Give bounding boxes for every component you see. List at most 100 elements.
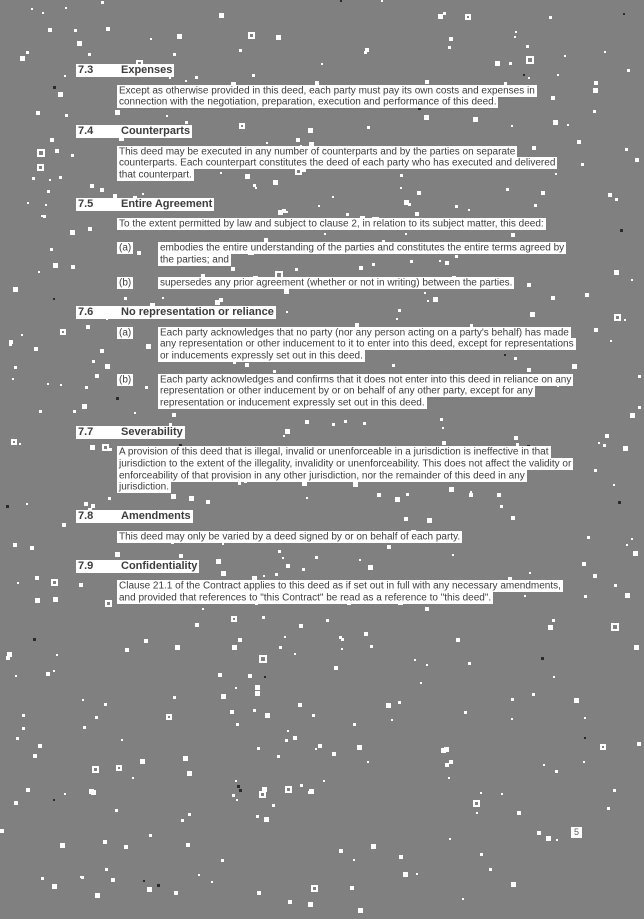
noise-speck <box>341 638 344 641</box>
noise-speck <box>162 297 164 299</box>
noise-speck <box>82 404 87 409</box>
noise-speck <box>286 311 288 313</box>
noise-speck <box>396 318 398 320</box>
sub-clause-text: Each party acknowledges and confirms tha… <box>158 373 574 409</box>
noise-speck <box>38 271 40 273</box>
noise-speck <box>370 645 373 648</box>
clause-body: This deed may be executed in any number … <box>117 145 590 181</box>
noise-speck <box>195 623 199 627</box>
noise-speck <box>42 12 44 14</box>
noise-speck <box>238 482 241 485</box>
noise-speck <box>181 819 184 822</box>
noise-speck <box>285 786 292 793</box>
noise-speck <box>21 334 23 336</box>
clause-body: To the extent permitted by law and subje… <box>117 218 590 290</box>
noise-speck <box>102 444 109 451</box>
noise-speck <box>45 204 47 206</box>
noise-speck <box>500 505 503 508</box>
noise-speck <box>299 624 303 628</box>
noise-speck <box>382 240 385 243</box>
noise-speck <box>532 693 535 696</box>
noise-speck <box>259 655 267 663</box>
noise-speck <box>239 49 242 52</box>
noise-speck <box>353 482 358 487</box>
noise-speck <box>236 799 238 801</box>
noise-speck <box>587 536 590 539</box>
noise-speck <box>252 576 257 581</box>
clause-header: 7.8 Amendments <box>76 510 590 524</box>
noise-speck <box>237 785 240 788</box>
noise-speck <box>248 674 252 678</box>
noise-speck <box>282 557 284 559</box>
noise-speck <box>448 777 450 779</box>
noise-speck <box>33 754 37 758</box>
noise-speck <box>13 287 18 292</box>
clause-body: Clause 21.1 of the Contract applies to t… <box>117 580 590 604</box>
noise-speck <box>186 843 190 847</box>
noise-speck <box>253 709 256 712</box>
clause-number: 7.8 <box>76 510 119 524</box>
noise-speck <box>294 653 296 655</box>
noise-speck <box>231 267 235 271</box>
noise-speck <box>284 636 286 638</box>
clause-section: 7.7 Severability A provision of this dee… <box>76 425 590 494</box>
noise-speck <box>109 448 112 451</box>
noise-speck <box>77 41 82 46</box>
noise-speck <box>367 126 370 129</box>
noise-speck <box>143 880 145 882</box>
sub-clause-text: supersedes any prior agreement (whether … <box>158 277 515 290</box>
noise-speck <box>346 213 349 216</box>
noise-speck <box>232 645 237 650</box>
noise-speck <box>37 149 45 157</box>
noise-speck <box>179 554 183 558</box>
noise-speck <box>60 329 66 335</box>
noise-speck <box>529 572 531 574</box>
noise-speck <box>92 766 99 773</box>
clause-body: This deed may only be varied by a deed s… <box>117 530 590 543</box>
noise-speck <box>88 53 91 56</box>
noise-speck <box>326 619 329 622</box>
clause-number: 7.6 <box>76 306 119 320</box>
noise-speck <box>332 423 335 426</box>
noise-speck <box>145 386 148 389</box>
noise-speck <box>150 303 155 308</box>
noise-speck <box>74 29 77 32</box>
noise-speck <box>222 543 224 545</box>
noise-speck <box>634 645 639 650</box>
paragraph-text: This deed may be executed in any number … <box>117 145 558 181</box>
noise-speck <box>339 636 342 639</box>
noise-speck <box>183 756 188 761</box>
noise-speck <box>543 764 545 766</box>
noise-speck <box>468 662 471 665</box>
noise-speck <box>7 652 12 657</box>
noise-speck <box>218 673 222 677</box>
noise-speck <box>147 887 152 892</box>
noise-speck <box>95 893 100 898</box>
noise-speck <box>26 788 30 792</box>
noise-speck <box>273 180 278 185</box>
noise-speck <box>618 501 621 504</box>
clause-paragraph: A provision of this deed that is illegal… <box>117 446 574 494</box>
noise-speck <box>623 13 625 15</box>
noise-speck <box>285 739 288 742</box>
noise-speck <box>206 500 210 504</box>
noise-speck <box>276 35 281 40</box>
noise-speck <box>134 412 136 414</box>
noise-speck <box>377 493 381 497</box>
noise-speck <box>585 293 589 297</box>
noise-speck <box>306 497 308 499</box>
noise-speck <box>26 51 29 54</box>
noise-speck <box>442 427 444 429</box>
sub-clause-label: (b) <box>117 373 158 386</box>
noise-speck <box>631 279 633 281</box>
noise-speck <box>221 859 224 862</box>
noise-speck <box>353 859 355 861</box>
noise-speck <box>185 121 188 124</box>
noise-speck <box>452 554 454 556</box>
page-number: 5 <box>571 827 583 838</box>
noise-speck <box>239 789 242 792</box>
paragraph-text: Clause 21.1 of the Contract applies to t… <box>117 580 563 604</box>
noise-speck <box>613 789 616 792</box>
noise-speck <box>415 212 419 216</box>
noise-speck <box>514 436 518 440</box>
